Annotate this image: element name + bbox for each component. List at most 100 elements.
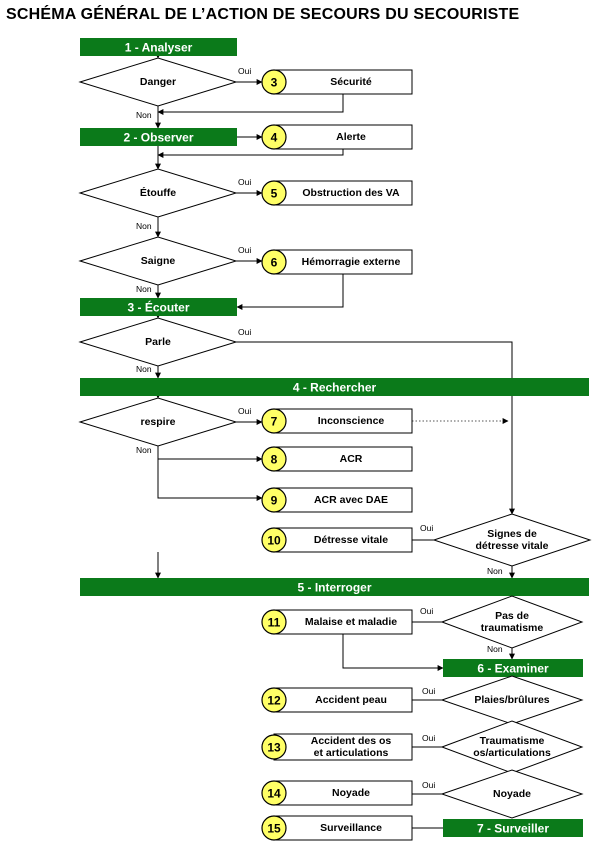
step-number-badge	[261, 734, 287, 760]
action-box	[273, 124, 413, 150]
connector	[236, 274, 344, 310]
connector	[157, 149, 344, 158]
step-number-badge	[261, 180, 287, 206]
step-number-badge	[261, 609, 287, 635]
branch-label-non: Non	[136, 364, 152, 374]
branch-label-oui: Oui	[422, 686, 435, 696]
connector	[157, 446, 263, 501]
action-acr_dae: ACR avec DAE 9	[261, 487, 413, 513]
branch-label-non: Non	[487, 644, 503, 654]
step-label: 7 - Surveiller	[477, 822, 549, 836]
decision-label: Traumatisme	[480, 735, 545, 747]
step-label: 2 - Observer	[123, 131, 193, 145]
action-label: Noyade	[332, 787, 370, 799]
connector	[342, 634, 444, 671]
decision-diamond	[78, 57, 238, 107]
decision-label: Danger	[140, 76, 176, 88]
step-label: 4 - Rechercher	[293, 381, 377, 395]
action-box	[273, 446, 413, 472]
action-label: Malaise et maladie	[305, 616, 397, 628]
step-bar	[443, 819, 583, 837]
step-number: 13	[267, 741, 281, 755]
decision-diamond	[440, 675, 584, 725]
decision-label: Plaies/brûlures	[474, 694, 549, 706]
step-number-badge	[261, 124, 287, 150]
action-label: Surveillance	[320, 822, 382, 834]
branch-label-non: Non	[136, 445, 152, 455]
step-bar	[80, 128, 237, 146]
step-bar	[80, 578, 589, 596]
decision-plaies: Plaies/brûlures	[440, 675, 584, 725]
decision-danger: Danger	[78, 57, 238, 107]
action-box	[273, 815, 413, 841]
step-number-badge	[261, 69, 287, 95]
step-observer: 2 - Observer	[80, 128, 237, 146]
step-number: 7	[271, 415, 278, 429]
step-label: 6 - Examiner	[477, 662, 549, 676]
step-number-badge	[261, 815, 287, 841]
decision-diamond	[78, 317, 238, 367]
step-rechercher: 4 - Rechercher	[80, 378, 589, 396]
branch-label-oui: Oui	[420, 523, 433, 533]
step-examiner: 6 - Examiner	[443, 659, 583, 677]
branch-label-non: Non	[136, 284, 152, 294]
action-label: ACR avec DAE	[314, 494, 388, 506]
decision-diamond	[440, 769, 584, 819]
decision-noyade_q: Noyade	[440, 769, 584, 819]
decision-saigne: Saigne	[78, 236, 238, 286]
action-box	[273, 733, 413, 761]
decision-label: détresse vitale	[476, 540, 549, 552]
step-interroger: 5 - Interroger	[80, 578, 589, 596]
step-number: 8	[271, 453, 278, 467]
decision-diamond	[432, 513, 592, 567]
branch-label-oui: Oui	[238, 177, 251, 187]
step-number: 14	[267, 787, 281, 801]
decision-label: Parle	[145, 336, 171, 348]
action-label: Alerte	[336, 131, 366, 143]
step-number: 10	[267, 534, 281, 548]
step-bar	[80, 298, 237, 316]
decision-parle: Parle	[78, 317, 238, 367]
step-number: 4	[271, 131, 278, 145]
action-box	[273, 249, 413, 275]
step-bar	[80, 378, 589, 396]
step-number: 6	[271, 256, 278, 270]
step-surveiller: 7 - Surveiller	[443, 819, 583, 837]
step-number-badge	[261, 487, 287, 513]
step-label: 3 - Écouter	[127, 300, 189, 315]
action-label: Détresse vitale	[314, 534, 388, 546]
decision-respire: respire	[78, 397, 238, 447]
connector	[236, 341, 515, 515]
decision-label: Pas de	[495, 610, 529, 622]
branch-label-oui: Oui	[238, 327, 251, 337]
action-box	[273, 780, 413, 806]
step-bar	[80, 38, 237, 56]
branch-label-oui: Oui	[422, 733, 435, 743]
action-alerte: Alerte 4	[261, 124, 413, 150]
step-number: 5	[271, 187, 278, 201]
decision-label: traumatisme	[481, 622, 544, 634]
step-ecouter: 3 - Écouter	[80, 298, 237, 316]
action-label: Hémorragie externe	[302, 256, 401, 268]
step-number-badge	[261, 446, 287, 472]
decision-label: respire	[140, 416, 175, 428]
branch-label-oui: Oui	[238, 245, 251, 255]
decision-label: Étouffe	[140, 186, 176, 199]
decision-diamond	[78, 168, 238, 218]
decision-diamond	[440, 595, 584, 649]
step-number: 9	[271, 494, 278, 508]
step-analyser: 1 - Analyser	[80, 38, 237, 56]
step-number-badge	[261, 527, 287, 553]
decision-label: Noyade	[493, 788, 531, 800]
decision-label: os/articulations	[473, 747, 551, 759]
step-number: 3	[271, 76, 278, 90]
